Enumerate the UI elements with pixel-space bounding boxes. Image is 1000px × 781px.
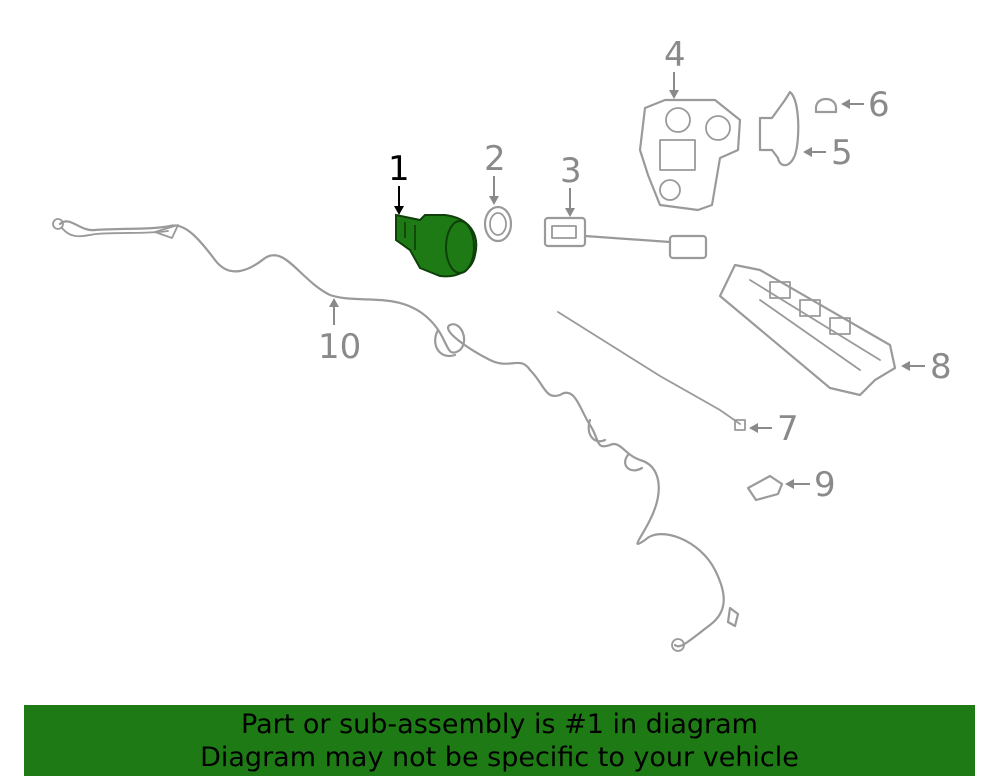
callout-9: 9 <box>814 465 836 505</box>
cap-part[interactable] <box>814 97 838 114</box>
info-banner: Part or sub-assembly is #1 in diagram Di… <box>24 705 975 776</box>
callout-7: 7 <box>777 409 799 449</box>
callout-2: 2 <box>484 139 506 179</box>
retainer-ring-part[interactable] <box>483 205 513 243</box>
bracket-part[interactable] <box>638 98 742 212</box>
callout-3: 3 <box>560 151 582 191</box>
callout-6: 6 <box>868 85 890 125</box>
park-assist-sensor-part[interactable] <box>395 213 478 278</box>
callout-4: 4 <box>664 35 686 75</box>
sensor-bracket-assembly-part[interactable] <box>718 263 897 397</box>
parts-diagram: 1 2 3 4 5 6 7 8 9 10 <box>52 35 952 652</box>
callout-8: 8 <box>930 347 952 387</box>
callout-10: 10 <box>318 327 361 367</box>
wiring-harness-part[interactable] <box>52 218 740 652</box>
connector-part[interactable] <box>543 216 708 260</box>
callout-5: 5 <box>831 133 853 173</box>
callout-1: 1 <box>388 149 410 189</box>
banner-line-part-info: Part or sub-assembly is #1 in diagram <box>241 709 758 740</box>
callout-arrows <box>329 72 925 489</box>
small-clip-part[interactable] <box>746 474 784 502</box>
banner-line-disclaimer: Diagram may not be specific to your vehi… <box>200 742 799 773</box>
wire-lead-part[interactable] <box>557 311 746 431</box>
clip-part[interactable] <box>758 90 800 167</box>
